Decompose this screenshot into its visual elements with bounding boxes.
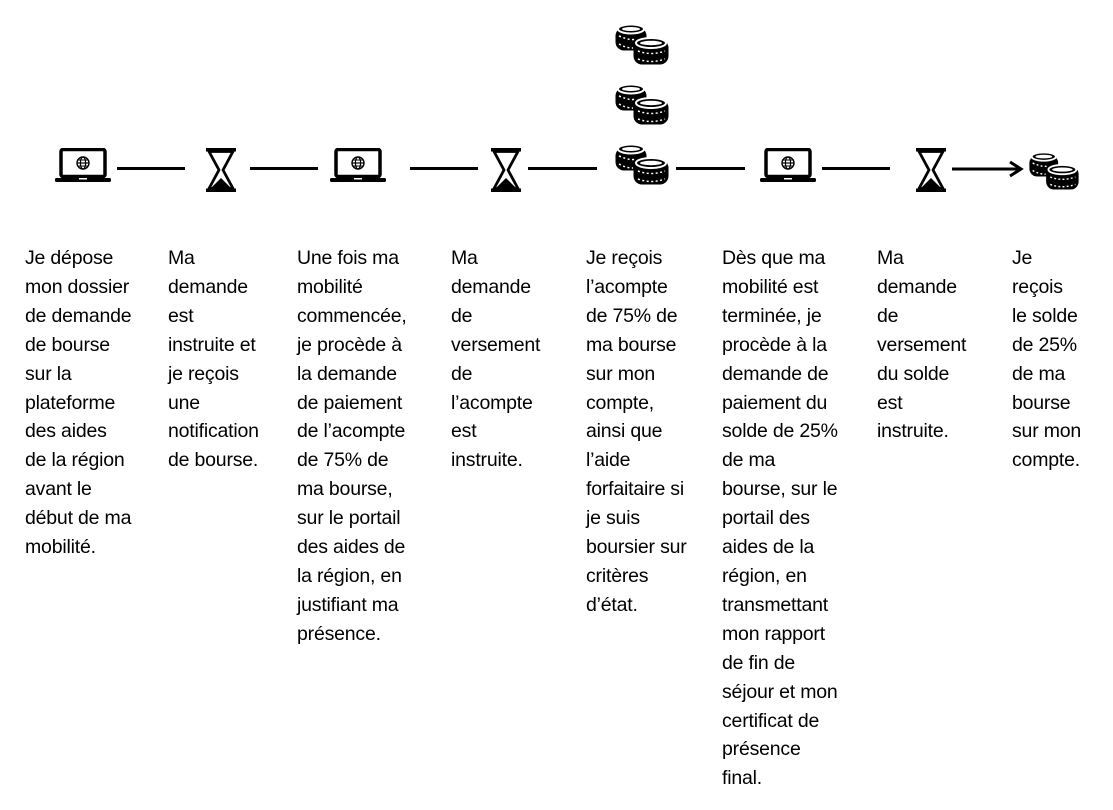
timeline-connector [528, 167, 597, 170]
hourglass-icon [490, 148, 522, 192]
coins-icon [1028, 150, 1080, 191]
timeline-connector [117, 167, 185, 170]
step-8-text: Je reçois le solde de 25% de ma bourse s… [1012, 247, 1082, 472]
hourglass-icon [205, 148, 237, 192]
step-5-text: Je reçois l’acompte de 75% de ma bourse … [586, 247, 687, 616]
step-1-text: Je dépose mon dossier de demande de bour… [25, 247, 132, 559]
step-2-text: Ma demande est instruite et je reçois un… [168, 247, 259, 472]
step-3-text: Une fois ma mobilité commencée, je procè… [297, 247, 407, 645]
timeline-connector [676, 167, 745, 170]
laptop-globe-icon [760, 148, 816, 184]
step-4-text: Ma demande de versement de l’acompte est… [451, 247, 541, 472]
laptop-globe-icon [330, 148, 386, 184]
coins-icon [614, 22, 670, 66]
hourglass-icon [915, 148, 947, 192]
coins-icon [614, 82, 670, 126]
coins-icon [614, 142, 670, 186]
arrow-right-icon [952, 160, 1024, 178]
timeline-connector [822, 167, 890, 170]
step-6-text: Dès que ma mobilité est terminée, je pro… [722, 247, 838, 790]
timeline-connector [410, 167, 478, 170]
step-7-text: Ma demande de versement du solde est ins… [877, 247, 967, 443]
timeline-connector [250, 167, 318, 170]
laptop-globe-icon [55, 148, 111, 184]
